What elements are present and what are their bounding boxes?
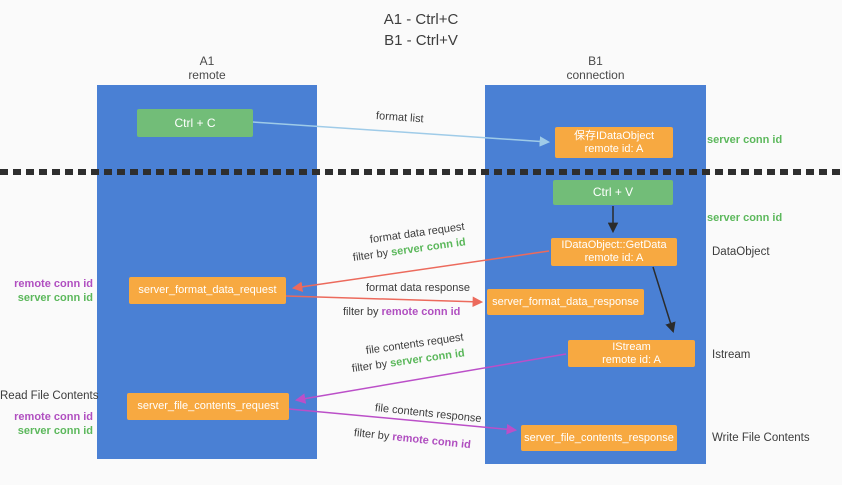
lane-a1-name: A1 (199, 54, 215, 68)
node-server-format-data-request: server_format_data_request (129, 277, 286, 304)
lane-b1-role: connection (566, 68, 625, 82)
right-label-server-conn-id-mid: server conn id (707, 212, 783, 224)
left-label-read-file-contents: Read File Contents (0, 390, 99, 402)
right-label-istream: Istream (712, 349, 751, 361)
edge-label-format-list: format list (375, 110, 424, 126)
node-server-file-contents-request: server_file_contents_request (127, 393, 289, 420)
node-getdata-line1: IDataObject::GetData (561, 239, 667, 251)
diagram-title: A1 - Ctrl+C B1 - Ctrl+V (0, 9, 842, 51)
title-line-1: A1 - Ctrl+C (383, 11, 459, 28)
title-line-2: B1 - Ctrl+V (384, 32, 458, 49)
right-label-server-conn-id-top: server conn id (707, 134, 783, 146)
filter-by-text: filter by (343, 306, 379, 318)
node-ctrl-c-label: Ctrl + C (174, 115, 216, 130)
edge-label-file-contents-response: file contents response (374, 402, 483, 426)
node-ctrl-c: Ctrl + C (137, 109, 253, 137)
node-server-format-data-response: server_format_data_response (487, 289, 644, 315)
node-ctrl-v: Ctrl + V (553, 180, 673, 205)
node-format-request-label: server_format_data_request (138, 284, 277, 296)
lane-header-b1: B1 connection (485, 54, 706, 82)
lane-b1-name: B1 (588, 54, 603, 68)
edge-label-filter-by-remote-2: filter by remote conn id (353, 427, 471, 451)
remote-conn-id-text: remote conn id (391, 431, 472, 452)
node-save-idataobject-line1: 保存IDataObject (573, 129, 655, 142)
node-save-idataobject-line2: remote id: A (584, 142, 644, 155)
filter-by-text: filter by (351, 358, 388, 375)
left-label-server-conn-id-2: server conn id (17, 425, 93, 437)
left-label-server-conn-id-1: server conn id (17, 292, 93, 304)
right-label-write-file-contents: Write File Contents (712, 432, 810, 444)
node-idataobject-getdata: IDataObject::GetData remote id: A (551, 238, 677, 266)
lane-a1-role: remote (188, 68, 226, 82)
left-label-remote-conn-id-2: remote conn id (14, 411, 93, 423)
edge-label-filter-by-remote-1: filter by remote conn id (343, 306, 460, 318)
node-istream: IStream remote id: A (568, 340, 695, 367)
lane-header-a1: A1 remote (97, 54, 317, 82)
node-getdata-line2: remote id: A (584, 252, 644, 264)
node-file-request-label: server_file_contents_request (137, 400, 279, 412)
right-label-dataobject: DataObject (712, 246, 770, 258)
remote-conn-id-text: remote conn id (381, 306, 461, 318)
left-label-remote-conn-id-1: remote conn id (14, 278, 93, 290)
node-format-response-label: server_format_data_response (492, 295, 639, 308)
node-istream-line2: remote id: A (602, 353, 661, 366)
filter-by-text: filter by (353, 427, 390, 443)
edge-label-format-data-response: format data response (366, 282, 470, 294)
node-file-response-label: server_file_contents_response (524, 431, 674, 444)
dashed-separator-line (0, 169, 842, 175)
filter-by-text: filter by (352, 247, 389, 264)
node-istream-line1: IStream (612, 340, 651, 353)
node-ctrl-v-label: Ctrl + V (592, 185, 634, 199)
node-save-idataobject: 保存IDataObject remote id: A (555, 127, 673, 158)
node-server-file-contents-response: server_file_contents_response (521, 425, 677, 451)
